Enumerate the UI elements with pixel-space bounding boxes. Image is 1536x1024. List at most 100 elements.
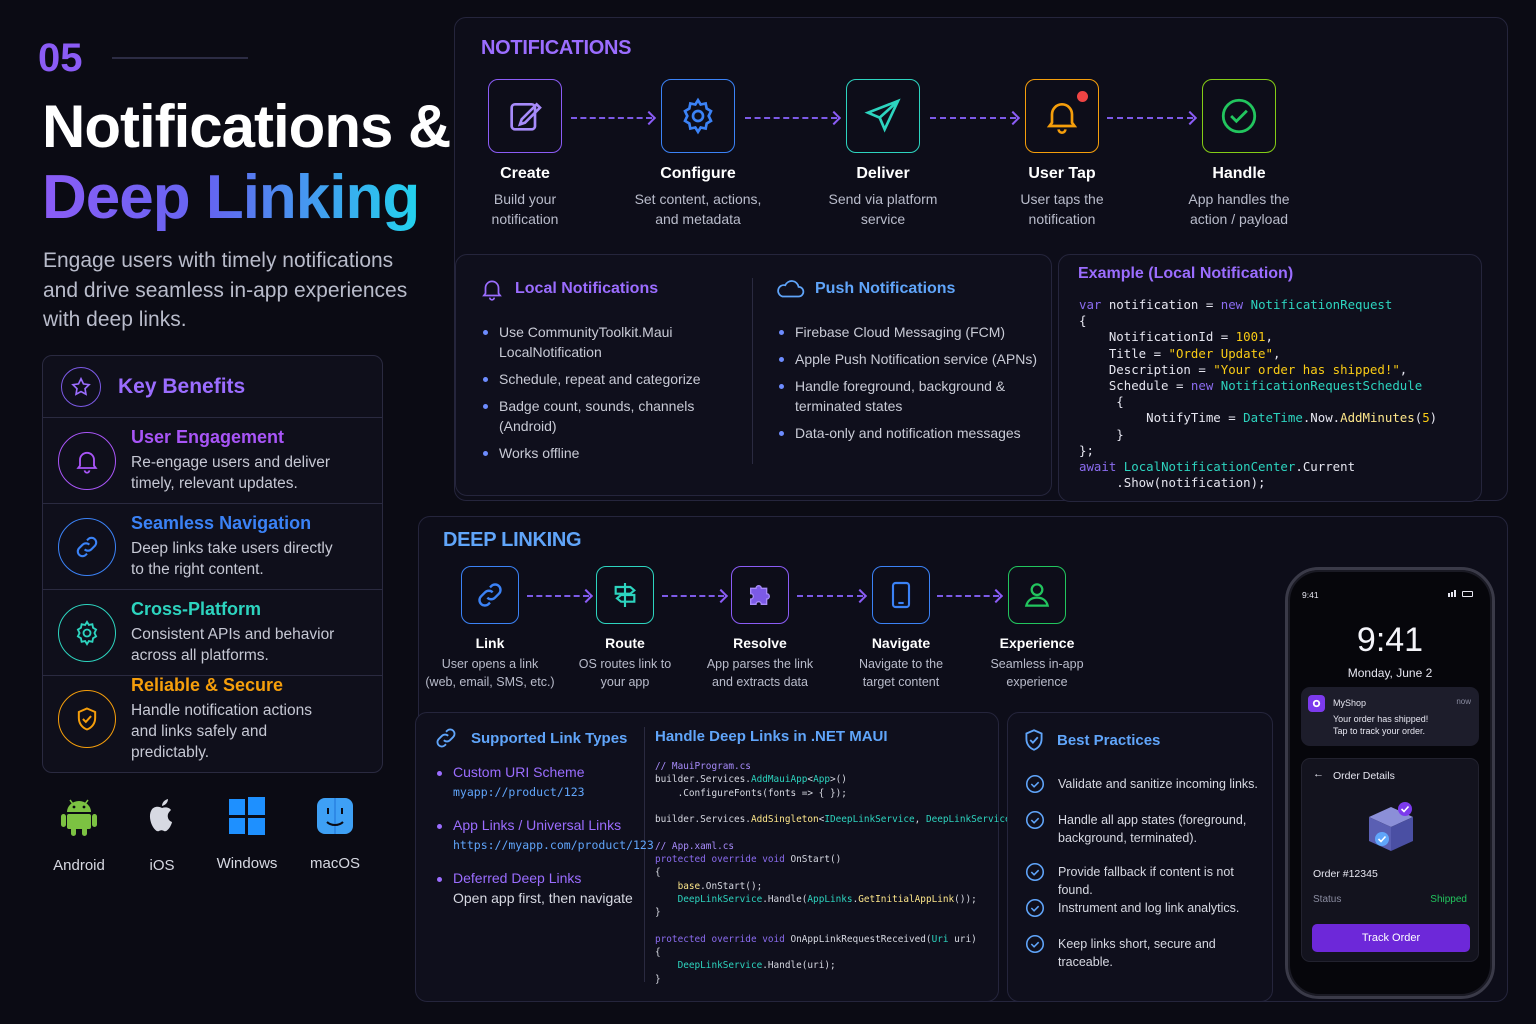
example-title: Example (Local Notification): [1078, 265, 1294, 282]
platform-ios: iOS: [122, 796, 202, 874]
notification-types-card: [455, 254, 1052, 496]
platform-windows: Windows: [207, 796, 287, 872]
flow-step-create: Create Build your notification: [465, 79, 585, 229]
benefit-item: User Engagement Re-engage users and deli…: [43, 418, 382, 504]
step-desc: App parses the link: [706, 657, 814, 671]
list-item: Instrument and log link analytics.: [1024, 897, 1270, 933]
step-title: Resolve: [733, 635, 787, 651]
flow-step-route: Route OS routes link to your app: [570, 566, 680, 691]
local-notifications-list: Use CommunityToolkit.Maui LocalNotificat…: [479, 322, 749, 470]
link-icon: [436, 728, 456, 748]
notification-banner[interactable]: MyShop now Your order has shipped! Tap t…: [1301, 687, 1479, 746]
step-desc: User opens a link: [441, 657, 539, 671]
benefit-title: Cross-Platform: [131, 599, 262, 619]
notification-line1: Your order has shipped!: [1333, 714, 1429, 724]
platform-label: iOS: [149, 857, 175, 874]
notifications-label: NOTIFICATIONS: [481, 37, 632, 59]
link-types-header: Supported Link Types: [433, 725, 627, 751]
lock-screen-time: 9:41: [1356, 621, 1424, 659]
list-item: Provide fallback if content is not found…: [1024, 861, 1270, 897]
flow-arrow: [797, 595, 863, 597]
step-desc: service: [860, 211, 906, 227]
step-desc: and extracts data: [712, 675, 808, 689]
link-type-name: Custom URI Scheme: [453, 764, 585, 780]
lock-screen-date: Monday, June 2: [1347, 666, 1433, 680]
column-divider: [644, 727, 645, 982]
best-practices-title: Best Practices: [1057, 731, 1161, 749]
local-notifications-header: Local Notifications: [479, 276, 658, 302]
list-item: Use CommunityToolkit.Maui LocalNotificat…: [479, 322, 749, 362]
step-desc: notification: [1028, 211, 1096, 227]
page-title-line1: Notifications &: [42, 93, 451, 160]
list-item: Schedule, repeat and categorize: [479, 369, 749, 389]
list-item: Handle foreground, background & terminat…: [775, 376, 1040, 416]
star-icon: [61, 366, 101, 407]
list-item: Handle all app states (foreground, backg…: [1024, 809, 1270, 861]
divider: [112, 57, 248, 59]
step-title: Configure: [660, 165, 736, 182]
key-benefits-title: Key Benefits: [118, 374, 246, 398]
step-desc: Seamless in-app: [990, 657, 1084, 671]
flow-step-user-tap: User Tap User taps the notification: [996, 79, 1128, 229]
order-number: Order #12345: [1313, 868, 1378, 880]
list-item: App Links / Universal Links https://myap…: [437, 817, 654, 870]
gear-icon: [58, 603, 116, 662]
deep-linking-label: DEEP LINKING: [443, 529, 582, 551]
benefit-item: Reliable & Secure Handle notification ac…: [43, 675, 382, 762]
link-icon: [461, 566, 519, 624]
benefit-desc: Handle notification actions and links sa…: [131, 702, 312, 761]
link-type-name: App Links / Universal Links: [453, 817, 622, 833]
push-notifications-list: Firebase Cloud Messaging (FCM) Apple Pus…: [775, 322, 1040, 450]
phone-icon: [872, 566, 930, 624]
practice-text: Handle all app states (foreground, backg…: [1058, 813, 1247, 845]
finder-icon: [317, 798, 353, 834]
link-types-title: Supported Link Types: [471, 729, 628, 747]
column-divider: [752, 278, 753, 464]
track-order-button[interactable]: Track Order: [1312, 924, 1470, 952]
flow-arrow: [930, 117, 1016, 119]
step-title: Link: [475, 635, 505, 651]
key-benefits-card: Key Benefits User Engagement Re-engage u…: [42, 355, 383, 773]
practice-text: Keep links short, secure and traceable.: [1058, 937, 1216, 969]
step-title: Handle: [1212, 165, 1266, 182]
back-arrow-icon[interactable]: ←: [1313, 768, 1324, 780]
platform-label: macOS: [309, 855, 360, 872]
page-title-line2: Deep Linking: [42, 163, 420, 232]
notification-dot: [1077, 91, 1088, 102]
step-desc: and metadata: [655, 211, 741, 227]
best-practices-card: [1007, 712, 1273, 1002]
shield-check-icon: [1025, 729, 1043, 751]
step-desc: User taps the: [1020, 191, 1104, 207]
flow-step-handle: Handle App handles the action / payload: [1174, 79, 1304, 229]
flow-arrow: [1107, 117, 1193, 119]
best-practices-header: Best Practices: [1021, 726, 1160, 754]
step-desc: (web, email, SMS, etc.): [425, 675, 555, 689]
best-practices-list: Validate and sanitize incoming links. Ha…: [1024, 773, 1270, 969]
cloud-icon: [777, 280, 805, 298]
step-desc: App handles the: [1188, 191, 1290, 207]
benefit-title: User Engagement: [131, 427, 285, 447]
handle-code-block: // MauiProgram.cs builder.Services.AddMa…: [655, 761, 1033, 985]
list-item: Keep links short, secure and traceable.: [1024, 933, 1270, 969]
step-desc: your app: [600, 675, 650, 689]
bell-icon: [1025, 79, 1099, 153]
flow-step-deliver: Deliver Send via platform service: [813, 79, 953, 229]
step-desc: target content: [862, 675, 940, 689]
list-item: Firebase Cloud Messaging (FCM): [775, 322, 1040, 342]
list-item: Custom URI Scheme myapp://product/123: [437, 764, 637, 817]
platform-list: Android iOS Windows macOS: [42, 796, 382, 876]
check-circle-icon: [1025, 774, 1045, 794]
link-type-example: myapp://product/123: [453, 785, 585, 799]
practice-text: Validate and sanitize incoming links.: [1058, 777, 1258, 791]
flow-arrow: [745, 117, 837, 119]
step-title: Experience: [999, 635, 1075, 651]
user-icon: [1008, 566, 1066, 624]
list-item: Deferred Deep Links Open app first, then…: [437, 870, 637, 923]
link-icon: [58, 517, 116, 576]
apple-icon: [149, 799, 172, 832]
link-types-list: Custom URI Scheme myapp://product/123 Ap…: [437, 764, 654, 923]
list-item: Badge count, sounds, channels (Android): [479, 396, 749, 436]
notification-app-name: MyShop: [1333, 698, 1367, 708]
step-desc: action / payload: [1189, 211, 1289, 227]
status-value: Shipped: [1430, 894, 1467, 905]
